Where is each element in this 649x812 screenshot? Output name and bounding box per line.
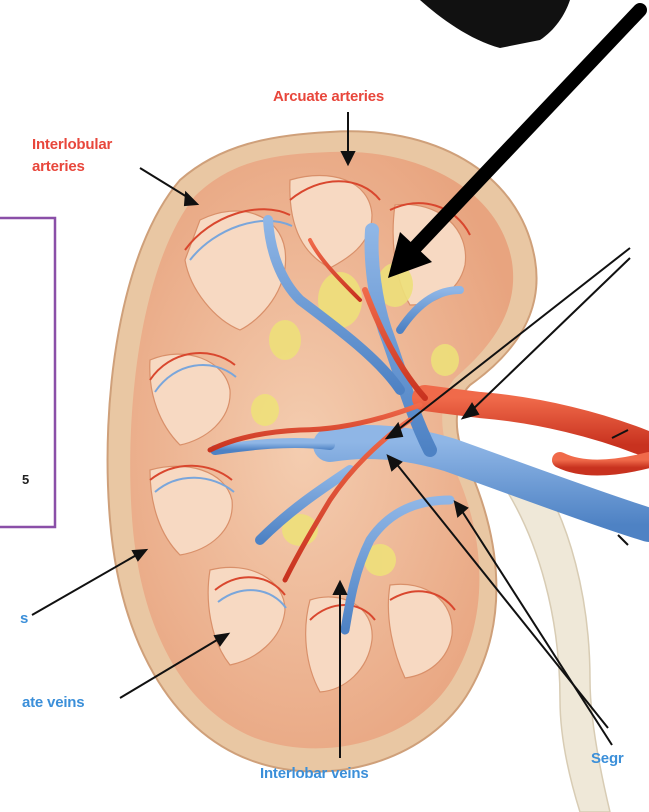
- label-interlobular-arteries-line2: arteries: [32, 158, 85, 175]
- label-box-partial: 5: [22, 472, 29, 487]
- label-left-partial: s: [20, 610, 28, 627]
- label-interlobular-arteries-line1: Interlobular: [32, 136, 112, 153]
- label-arcuate-arteries: Arcuate arteries: [273, 88, 384, 105]
- label-arcuate-veins: ate veins: [22, 694, 84, 711]
- label-interlobar-veins: Interlobar veins: [260, 765, 369, 782]
- label-segmental-partial: Segr: [591, 750, 624, 767]
- top-cropped-shape: [420, 0, 570, 48]
